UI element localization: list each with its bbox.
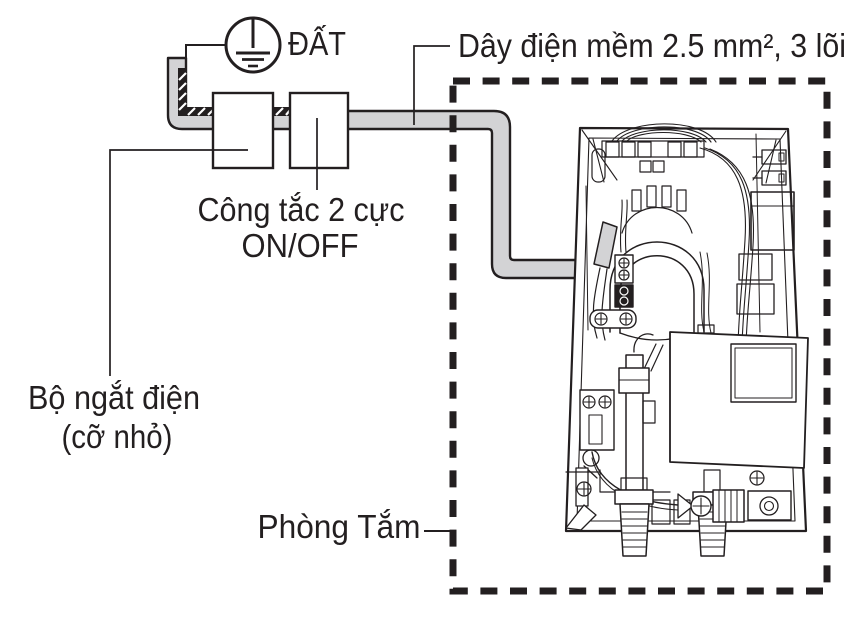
heater-top-wiring xyxy=(611,123,761,351)
heater-control-box xyxy=(669,324,809,469)
breaker-box xyxy=(211,91,275,170)
breaker-leader-line xyxy=(109,149,248,376)
bathroom-boundary xyxy=(449,77,831,595)
wire-spec-leader-line xyxy=(413,45,450,125)
switch-box xyxy=(288,91,350,170)
heater-relay-components xyxy=(736,149,795,315)
ground-wire xyxy=(185,44,227,93)
room-label: Phòng Tắm xyxy=(258,508,421,545)
ground-label: ĐẤT xyxy=(288,25,346,62)
switch-label-line2: ON/OFF xyxy=(242,227,359,264)
heater-left-brackets xyxy=(565,309,637,531)
heater-tank xyxy=(609,185,712,372)
wire-spec-label: Dây điện mềm 2.5 mm², 3 lõi xyxy=(458,27,846,64)
earth-ground-icon xyxy=(224,16,282,74)
heater-cable-sheath xyxy=(592,199,634,341)
switch-label-line1: Công tắc 2 cực xyxy=(198,191,405,228)
heater-valve-assembly xyxy=(677,470,792,523)
water-heater-illustration xyxy=(564,123,809,557)
breaker-label-line2: (cỡ nhỏ) xyxy=(62,418,173,455)
breaker-label-line1: Bộ ngắt điện xyxy=(28,379,200,416)
